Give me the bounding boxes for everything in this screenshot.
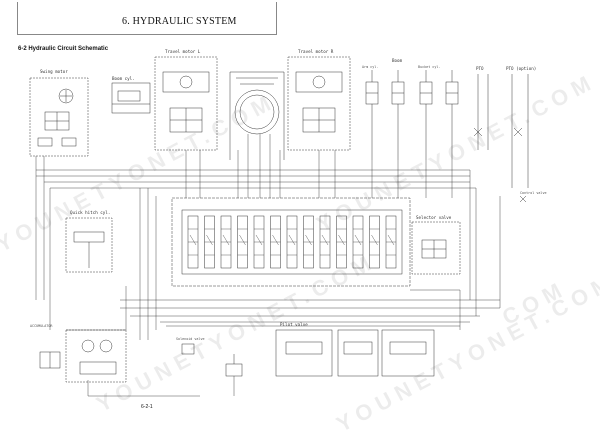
valve-spool-arrow bbox=[272, 234, 279, 246]
boom-cyl-label: Boom cyl. bbox=[112, 76, 135, 81]
page-number: 6-2-1 bbox=[141, 404, 153, 410]
valve-spool-arrow bbox=[239, 234, 246, 246]
valve-spool-arrow bbox=[338, 234, 345, 246]
valve-spool-arrow bbox=[222, 234, 230, 246]
main-lines bbox=[35, 134, 501, 397]
valve-spool-arrow bbox=[189, 234, 197, 246]
pilot-valve-label: Pilot valve bbox=[280, 322, 308, 327]
valve-spool-arrow bbox=[255, 234, 263, 246]
pto-lines bbox=[473, 74, 529, 203]
cylinders-group bbox=[365, 70, 459, 160]
travel-motor-left-block bbox=[154, 56, 218, 151]
header-box: 6. HYDRAULIC SYSTEM bbox=[17, 2, 277, 35]
boom-label: Boom bbox=[392, 58, 403, 63]
valve-spool-arrow bbox=[288, 234, 296, 246]
travel-motor-right-block bbox=[287, 56, 351, 151]
travel-motor-left-label: Travel motor L bbox=[165, 49, 201, 54]
control-valve-label: Control valve bbox=[520, 191, 547, 195]
page-title: 6. HYDRAULIC SYSTEM bbox=[122, 16, 237, 27]
valve-spool-arrow bbox=[354, 234, 362, 246]
pto-option-label: PTO (option) bbox=[506, 66, 536, 71]
pto-label: PTO bbox=[476, 66, 484, 71]
control-valve-block bbox=[171, 197, 411, 287]
hydraulic-schematic: Swing motor Boom cyl. Travel motor L Tra… bbox=[29, 49, 547, 397]
accumulator-label: ACCUMULATOR bbox=[30, 324, 53, 328]
pilot-valves-block bbox=[275, 329, 435, 377]
solenoid-label: Solenoid valve bbox=[176, 337, 205, 341]
arm-cyl-label: Arm cyl. bbox=[362, 65, 378, 69]
control-valve-spools bbox=[187, 215, 397, 269]
travel-motor-right-label: Travel motor R bbox=[298, 49, 334, 54]
valve-spool-arrow bbox=[371, 234, 378, 246]
quick-hitch-block bbox=[65, 217, 113, 273]
valve-spool-arrow bbox=[305, 234, 312, 246]
valve-spool-arrow bbox=[387, 234, 395, 246]
swing-motor-label: Swing motor bbox=[40, 69, 68, 74]
swing-motor-block bbox=[29, 77, 89, 157]
solenoid-block bbox=[181, 343, 243, 377]
pump-block bbox=[39, 329, 127, 383]
selector-valve-label: Selector valve bbox=[416, 215, 452, 220]
section-heading: 6-2 Hydraulic Circuit Schematic bbox=[18, 46, 109, 52]
swivel-joint bbox=[229, 71, 285, 160]
quick-hitch-label: Quick hitch cyl. bbox=[70, 210, 110, 215]
valve-spool-arrow bbox=[321, 234, 329, 246]
selector-valve-block bbox=[411, 221, 461, 275]
boom-cyl-block bbox=[111, 82, 151, 114]
bucket-cyl-label: Bucket cyl. bbox=[418, 65, 440, 69]
valve-spool-arrow bbox=[206, 234, 213, 246]
